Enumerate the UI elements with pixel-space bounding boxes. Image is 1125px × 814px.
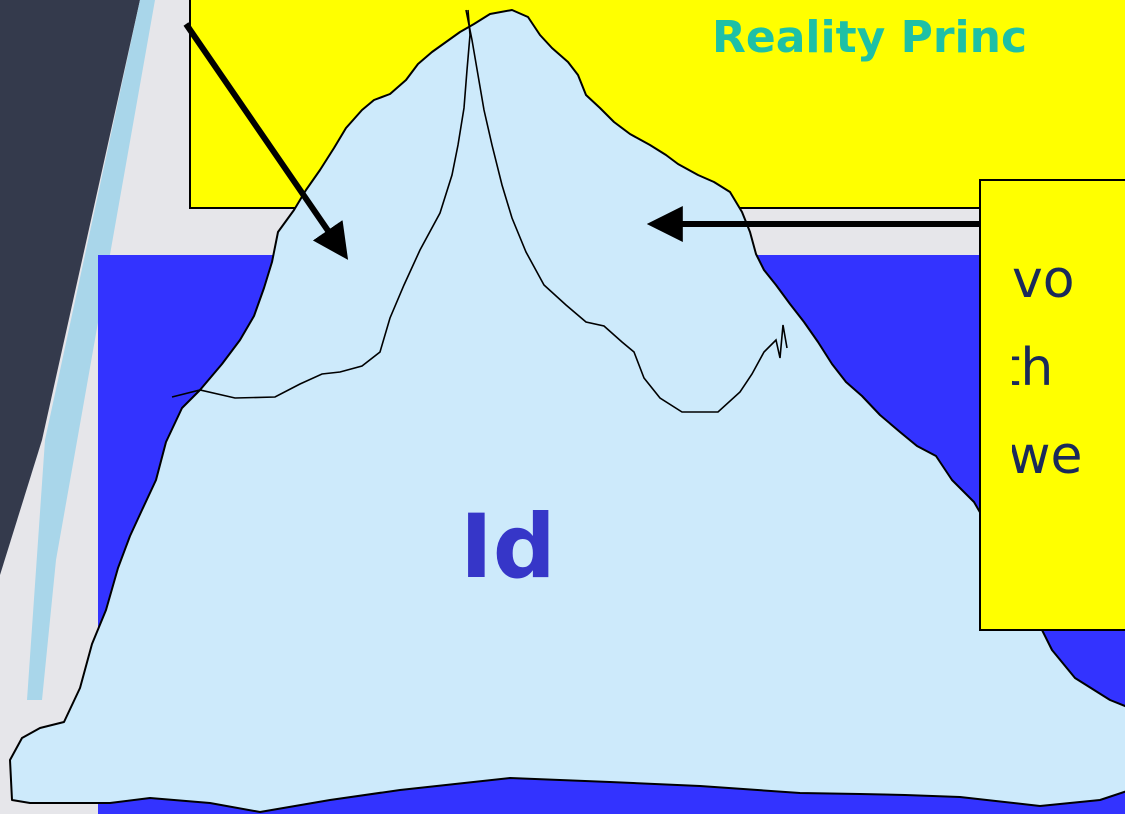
callout-line: vo — [1012, 250, 1075, 310]
id-label: Id — [460, 495, 556, 598]
light-side-band — [27, 0, 155, 700]
right-callout-box — [979, 179, 1125, 631]
iceberg-shape — [9, 9, 1125, 813]
callout-line: we — [1012, 426, 1083, 486]
right-callout-text: vo th we — [1012, 250, 1125, 550]
callout-line: th — [1012, 338, 1054, 398]
iceberg-right-inner-line — [465, 9, 788, 413]
reality-principle-heading: Reality Princ — [712, 12, 1028, 63]
arrow-ego-to-iceberg — [183, 22, 349, 260]
iceberg-left-inner-line — [171, 9, 471, 399]
dark-side-band — [0, 0, 140, 575]
